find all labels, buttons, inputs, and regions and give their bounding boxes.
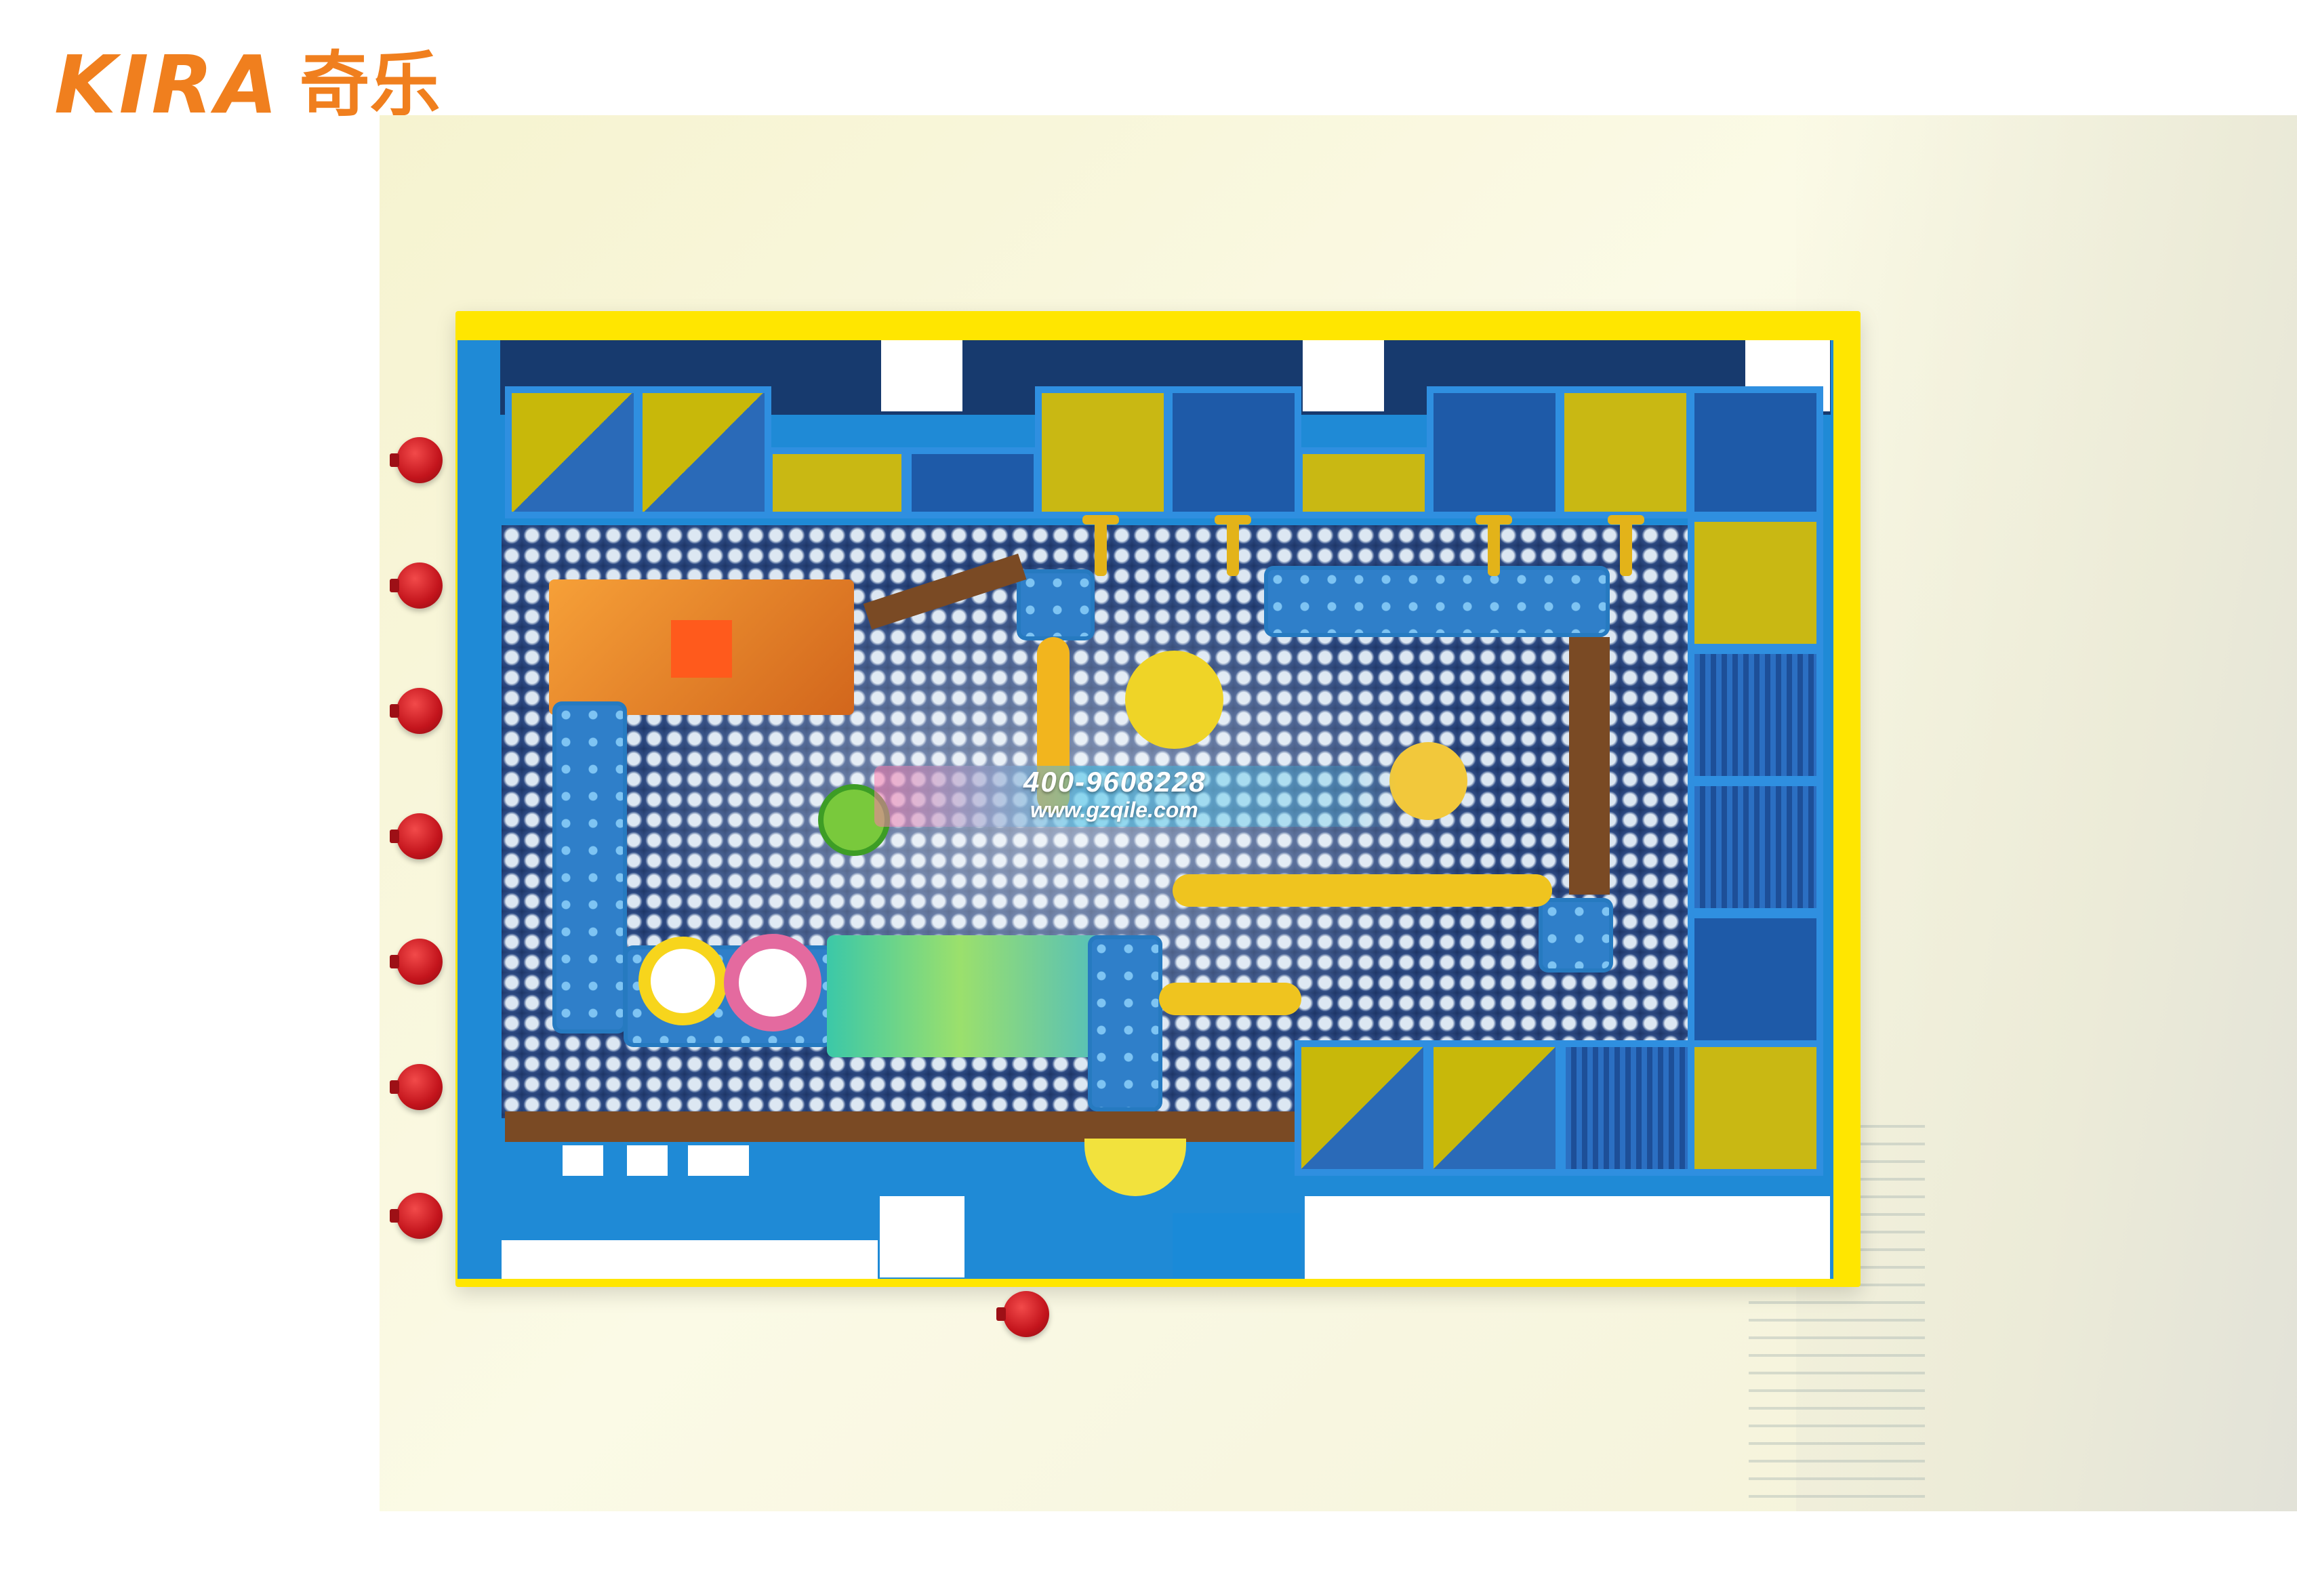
soft-block	[1017, 569, 1095, 640]
bench-pad	[563, 1145, 603, 1176]
spinner-disc	[739, 949, 807, 1017]
bench-rail	[505, 1111, 1295, 1142]
soft-block-column	[552, 701, 627, 1034]
red-bollard	[390, 1193, 443, 1239]
spinner-disc	[651, 949, 715, 1013]
ball-cannon	[1082, 515, 1119, 576]
red-bollard	[996, 1291, 1049, 1337]
bottom-right-floor	[1305, 1196, 1830, 1279]
red-bollard	[390, 562, 443, 609]
upper-cell	[1558, 386, 1693, 518]
ball-cannon	[1215, 515, 1251, 576]
top-window	[881, 340, 962, 411]
upper-cell	[766, 447, 908, 518]
upper-cell	[1166, 386, 1301, 518]
red-bollard	[390, 939, 443, 985]
right-net-cell	[1688, 779, 1823, 915]
right-cell	[1688, 515, 1823, 651]
upper-cell	[1688, 386, 1823, 518]
bench-pad	[627, 1145, 668, 1176]
ball-cannon	[1476, 515, 1512, 576]
play-disc	[1125, 651, 1223, 749]
ball-cannon	[1608, 515, 1644, 576]
bottom-window	[880, 1196, 964, 1277]
watermark-url: www.gzqile.com	[1030, 798, 1198, 822]
ball-blaster-disc	[1389, 742, 1467, 820]
slide-tube	[1173, 874, 1552, 907]
brand-logo: KIRA 奇乐	[54, 41, 441, 129]
upper-cell	[905, 447, 1040, 518]
bottom-bench	[502, 1240, 878, 1279]
lower-cell	[1688, 1040, 1823, 1176]
top-window	[1303, 340, 1384, 411]
red-bollard	[390, 688, 443, 734]
logo-latin-text: KIRA	[54, 38, 281, 131]
upper-cell	[1296, 447, 1431, 518]
upper-cell	[1035, 386, 1171, 518]
side-rail	[1569, 637, 1610, 895]
soft-block-row	[1264, 566, 1610, 637]
bench-pad	[688, 1145, 749, 1176]
floor-shadow	[1796, 115, 2297, 1511]
slide-tube	[1159, 983, 1301, 1015]
soft-block	[1088, 935, 1162, 1111]
lower-net-cell	[1559, 1040, 1694, 1176]
upper-cell	[1427, 386, 1562, 518]
climbing-block-top	[671, 620, 732, 678]
upper-cell	[505, 386, 641, 518]
watermark-banner	[874, 766, 1396, 827]
upper-cell	[636, 386, 771, 518]
entrance-gate	[1173, 1213, 1301, 1277]
red-bollard	[390, 437, 443, 483]
lower-cell	[1295, 1040, 1430, 1176]
logo-cjk-text: 奇乐	[299, 43, 441, 126]
red-bollard	[390, 813, 443, 859]
watermark-phone: 400-9608228	[1023, 766, 1206, 798]
right-net-cell	[1688, 647, 1823, 783]
right-cell	[1688, 912, 1823, 1047]
soft-block	[1539, 898, 1613, 973]
red-bollard	[390, 1064, 443, 1110]
lower-cell	[1427, 1040, 1562, 1176]
